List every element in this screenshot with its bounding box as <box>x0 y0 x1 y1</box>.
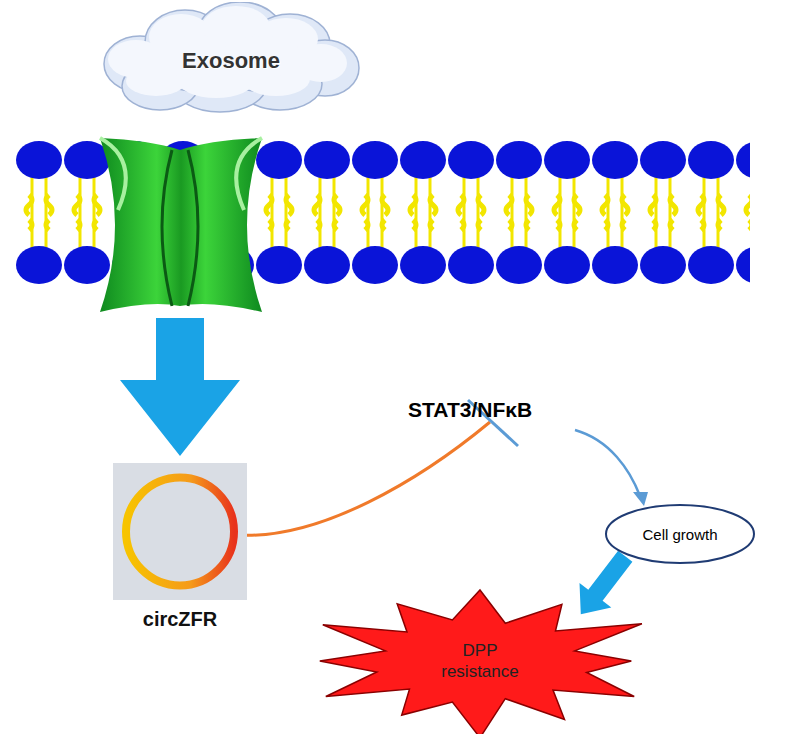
node-shape <box>300 588 660 734</box>
node-label: Cell growth <box>642 526 717 543</box>
exosome-cloud: Exosome <box>100 2 362 114</box>
flow-arrow <box>580 551 633 615</box>
circrna-box: circZFR <box>113 463 247 600</box>
process-ellipse: Cell growth <box>604 503 756 565</box>
node-label: DPP resistance <box>430 640 530 683</box>
node-shape <box>113 463 247 600</box>
node-label: Exosome <box>182 48 280 74</box>
node-label: circZFR <box>93 608 267 631</box>
pathway-label: STAT3/NFκB <box>408 398 532 422</box>
outcome-starburst: DPP resistance <box>300 588 660 734</box>
